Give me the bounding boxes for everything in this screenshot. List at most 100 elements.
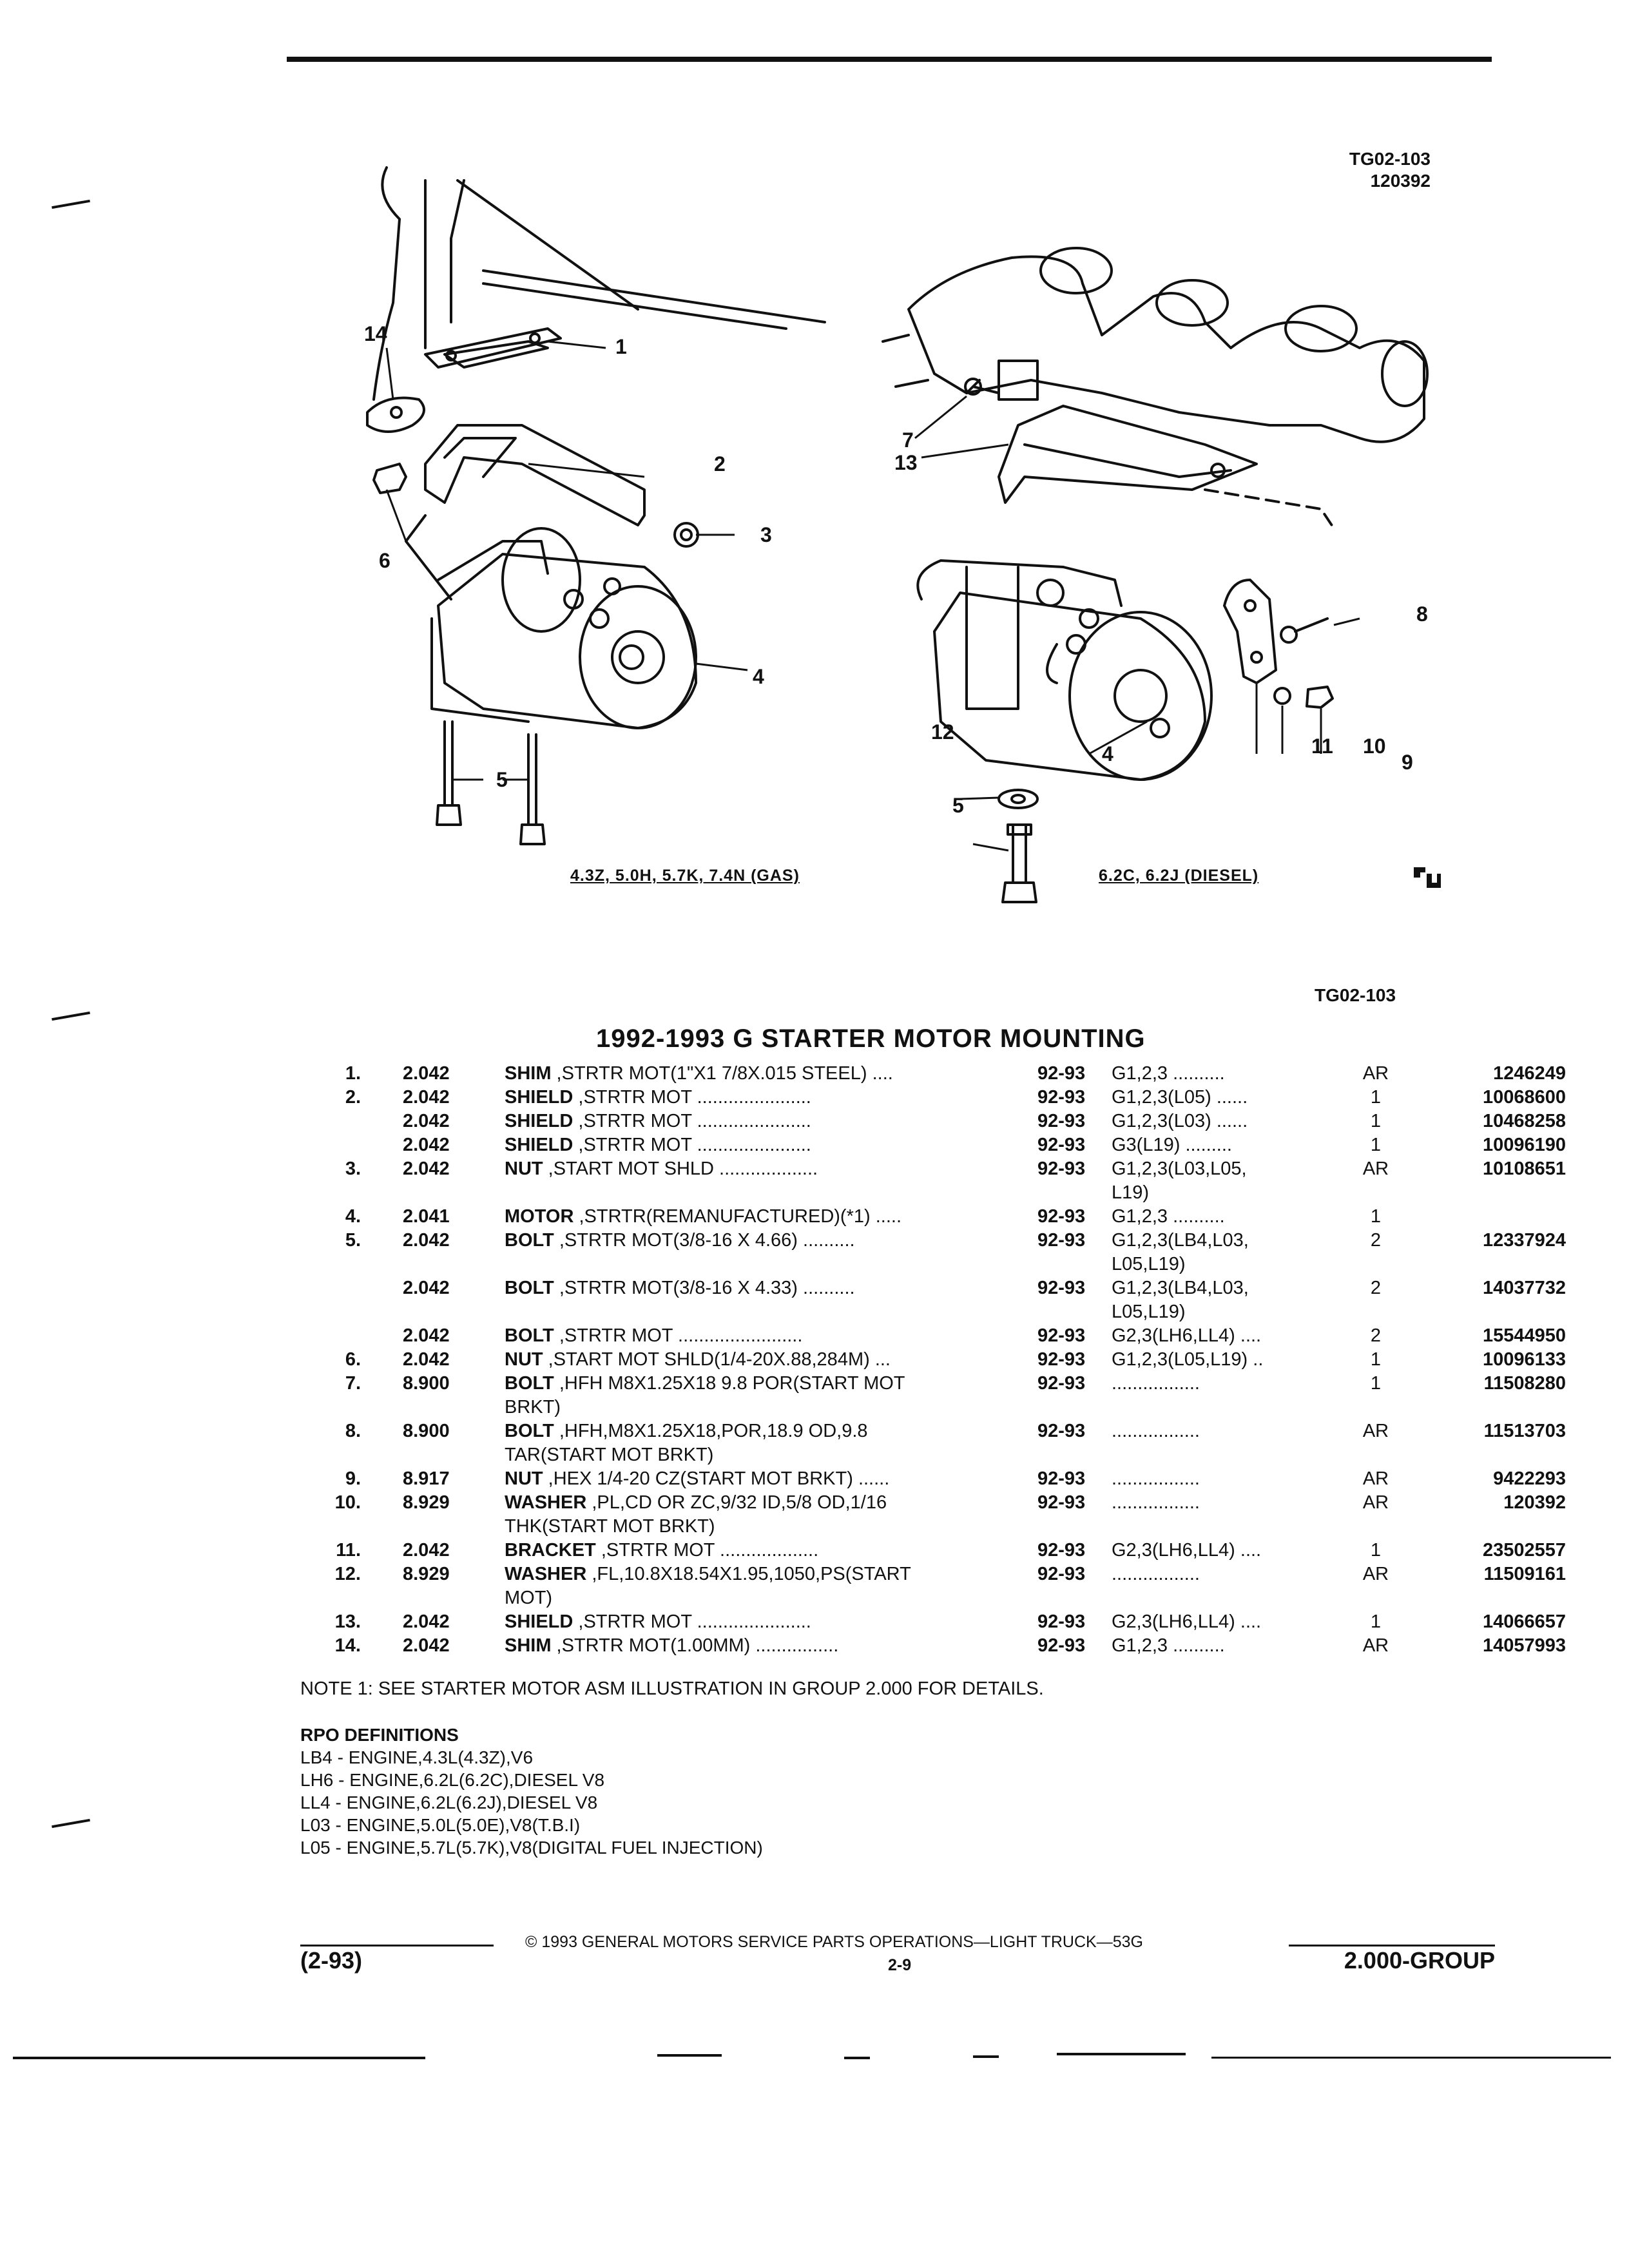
part-models: G1,2,3(LB4,L03,	[1112, 1278, 1249, 1298]
part-name: SHIM	[505, 1635, 552, 1656]
part-spec: ,FL,10.8X18.54X1.95,1050,PS(START	[586, 1564, 911, 1584]
margin-mark	[52, 1011, 90, 1021]
part-quantity: AR	[1362, 1063, 1389, 1084]
part-ref-number: 1.	[345, 1063, 361, 1084]
part-spec: ,STRTR MOT ......................	[573, 1111, 811, 1131]
part-number: 1246249	[1493, 1063, 1566, 1084]
part-quantity: 2	[1370, 1230, 1382, 1251]
part-description: SHIELD ,STRTR MOT ......................	[505, 1086, 811, 1110]
margin-mark	[52, 1818, 90, 1829]
part-group: 8.929	[403, 1564, 450, 1584]
part-spec: ,HEX 1/4-20 CZ(START MOT BRKT) ......	[543, 1468, 890, 1489]
page-title: 1992-1993 G STARTER MOTOR MOUNTING	[596, 1024, 1146, 1053]
part-group: 2.042	[403, 1278, 450, 1298]
part-description: SHIELD ,STRTR MOT ......................	[505, 1610, 811, 1634]
bottom-rule	[844, 2057, 870, 2059]
part-quantity: 1	[1370, 1135, 1382, 1155]
callout-12: 12	[931, 720, 954, 744]
part-quantity: 2	[1370, 1325, 1382, 1346]
part-years: 92-93	[1037, 1325, 1086, 1346]
part-name: BOLT	[505, 1278, 554, 1298]
margin-mark	[52, 199, 90, 209]
part-years: 92-93	[1037, 1135, 1086, 1155]
part-number: 23502557	[1482, 1540, 1566, 1561]
callout-13: 13	[894, 451, 918, 474]
part-description: NUT ,HEX 1/4-20 CZ(START MOT BRKT) .....…	[505, 1467, 889, 1491]
part-group: 2.042	[403, 1230, 450, 1251]
part-spec-continued: THK(START MOT BRKT)	[505, 1516, 715, 1537]
part-spec: ,PL,CD OR ZC,9/32 ID,5/8 OD,1/16	[586, 1492, 887, 1513]
callout-7: 7	[902, 428, 914, 452]
callout-4: 4	[753, 665, 764, 688]
part-years: 92-93	[1037, 1564, 1086, 1584]
part-name: NUT	[505, 1468, 543, 1489]
part-spec-continued: MOT)	[505, 1588, 553, 1608]
part-models: G1,2,3 ..........	[1112, 1206, 1225, 1227]
part-name: BOLT	[505, 1230, 554, 1251]
callout-5: 5	[496, 768, 508, 791]
part-quantity: 2	[1370, 1278, 1382, 1298]
part-name: MOTOR	[505, 1206, 574, 1227]
part-quantity: AR	[1362, 1492, 1389, 1513]
part-description: NUT ,START MOT SHLD ...................	[505, 1157, 818, 1181]
part-group: 2.041	[403, 1206, 450, 1227]
part-group: 2.042	[403, 1111, 450, 1131]
part-models: G2,3(LH6,LL4) ....	[1112, 1325, 1262, 1346]
part-spec: ,START MOT SHLD ...................	[543, 1158, 818, 1179]
part-years: 92-93	[1037, 1635, 1086, 1656]
part-spec: ,STRTR MOT(3/8-16 X 4.33) ..........	[554, 1278, 855, 1298]
part-name: SHIM	[505, 1063, 552, 1084]
part-models: G1,2,3(L03,L05,	[1112, 1158, 1247, 1179]
part-number: 9422293	[1493, 1468, 1566, 1489]
part-ref-number: 7.	[345, 1373, 361, 1394]
part-name: BOLT	[505, 1373, 554, 1394]
figure-ref-code: TG02-103	[1349, 149, 1431, 169]
part-row: 2.042 BOLT ,STRTR MOT(3/8-16 X 4.33) ....…	[303, 1276, 1629, 1324]
part-spec: ,HFH,M8X1.25X18,POR,18.9 OD,9.8	[554, 1421, 868, 1441]
part-number: 14066657	[1482, 1611, 1566, 1632]
note-text: NOTE 1: SEE STARTER MOTOR ASM ILLUSTRATI…	[300, 1678, 1044, 1699]
part-spec: ,STRTR MOT(3/8-16 X 4.66) ..........	[554, 1230, 855, 1251]
part-years: 92-93	[1037, 1158, 1086, 1179]
part-description: WASHER ,FL,10.8X18.54X1.95,1050,PS(START…	[505, 1562, 911, 1610]
top-rule	[287, 57, 1492, 62]
part-years: 92-93	[1037, 1349, 1086, 1370]
part-description: SHIELD ,STRTR MOT ......................	[505, 1133, 811, 1157]
part-description: NUT ,START MOT SHLD(1/4-20X.88,284M) ...	[505, 1348, 891, 1372]
part-description: BOLT ,STRTR MOT ........................	[505, 1324, 802, 1348]
rpo-item: L03 - ENGINE,5.0L(5.0E),V8(T.B.I)	[300, 1815, 581, 1835]
part-models: G1,2,3(LB4,L03,	[1112, 1230, 1249, 1251]
part-models: G3(L19) .........	[1112, 1135, 1232, 1155]
callout-2: 2	[714, 452, 726, 476]
callout-11: 11	[1311, 735, 1333, 758]
part-number: 10096133	[1482, 1349, 1566, 1370]
footer-rule-right	[1289, 1945, 1495, 1946]
part-ref-number: 5.	[345, 1230, 361, 1251]
part-name: NUT	[505, 1158, 543, 1179]
part-group: 2.042	[403, 1611, 450, 1632]
registration-mark	[1414, 867, 1441, 888]
part-name: WASHER	[505, 1564, 587, 1584]
part-number: 11513703	[1483, 1421, 1566, 1441]
part-models: G2,3(LH6,LL4) ....	[1112, 1611, 1262, 1632]
part-spec: ,HFH M8X1.25X18 9.8 POR(START MOT	[554, 1373, 905, 1394]
part-models: G1,2,3(L03) ......	[1112, 1111, 1248, 1131]
part-models-continued: L05,L19)	[1112, 1302, 1186, 1322]
part-quantity: 1	[1370, 1087, 1382, 1108]
part-models-continued: L05,L19)	[1112, 1254, 1186, 1274]
part-ref-number: 2.	[345, 1087, 361, 1108]
part-name: BRACKET	[505, 1540, 596, 1561]
part-row: 5. 2.042 BOLT ,STRTR MOT(3/8-16 X 4.66) ..…	[303, 1229, 1629, 1276]
part-description: BOLT ,STRTR MOT(3/8-16 X 4.33) .........…	[505, 1276, 855, 1300]
bottom-rule	[1211, 2057, 1611, 2059]
part-description: SHIELD ,STRTR MOT ......................	[505, 1110, 811, 1133]
footer-page-number: 2-9	[888, 1956, 912, 1974]
